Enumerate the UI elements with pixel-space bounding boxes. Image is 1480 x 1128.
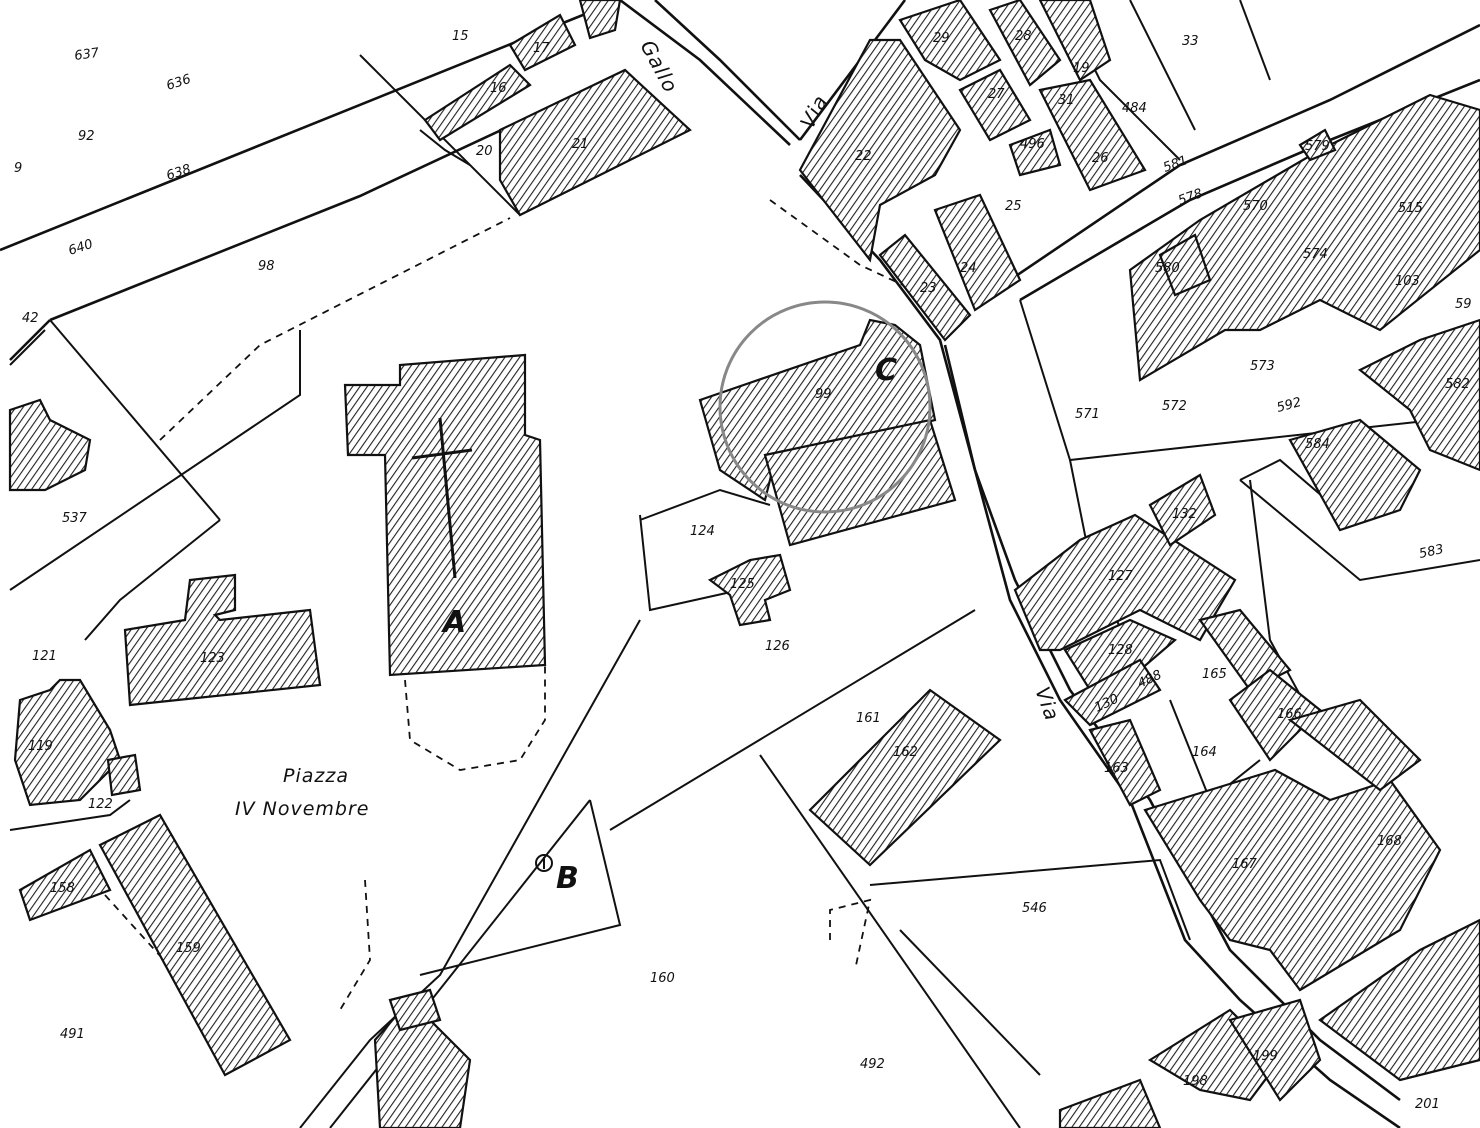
parcel-159: 159 bbox=[176, 941, 201, 956]
parcel-127: 127 bbox=[1108, 569, 1134, 584]
place-label-line2: IV Novembre bbox=[235, 798, 369, 820]
church-cross-icon bbox=[411, 417, 473, 579]
parcel-25: 25 bbox=[1005, 199, 1022, 214]
parcel-515: 515 bbox=[1398, 201, 1423, 216]
parcel-199: 199 bbox=[1253, 1049, 1278, 1064]
parcel-636: 636 bbox=[165, 72, 193, 94]
parcel-15: 15 bbox=[452, 29, 469, 44]
highlight-circle bbox=[718, 300, 932, 514]
parcel-491: 491 bbox=[60, 1027, 85, 1042]
parcel-198: 198 bbox=[1183, 1074, 1208, 1089]
parcel-16: 16 bbox=[490, 81, 507, 96]
street-label-via-right: Via bbox=[1030, 684, 1064, 725]
parcel-31: 31 bbox=[1058, 93, 1075, 108]
parcel-167: 167 bbox=[1232, 857, 1258, 872]
parcel-122: 122 bbox=[88, 797, 113, 812]
marker-c: C bbox=[875, 353, 897, 388]
parcel-640: 640 bbox=[67, 237, 95, 259]
parcel-17: 17 bbox=[533, 41, 550, 56]
parcel-579: 579 bbox=[1305, 139, 1330, 154]
parcel-537: 537 bbox=[62, 511, 88, 526]
parcel-92: 92 bbox=[78, 129, 95, 144]
parcel-123: 123 bbox=[200, 651, 225, 666]
parcel-164: 164 bbox=[1192, 745, 1217, 760]
parcel-121: 121 bbox=[32, 649, 57, 664]
parcel-161: 161 bbox=[856, 711, 881, 726]
parcel-546: 546 bbox=[1022, 901, 1047, 916]
parcel-166: 166 bbox=[1277, 707, 1302, 722]
buildings bbox=[8, 0, 1480, 1128]
parcel-496: 496 bbox=[1020, 137, 1045, 152]
parcel-22: 22 bbox=[855, 149, 872, 164]
parcel-24: 24 bbox=[960, 261, 977, 276]
marker-a: A bbox=[441, 605, 466, 640]
parcel-42: 42 bbox=[22, 311, 39, 326]
parcel-583: 583 bbox=[1418, 542, 1445, 562]
marker-b: B bbox=[556, 861, 579, 896]
parcel-158: 158 bbox=[50, 881, 75, 896]
parcel-165: 165 bbox=[1202, 667, 1227, 682]
parcel-580: 580 bbox=[1155, 261, 1180, 276]
parcel-571: 571 bbox=[1075, 407, 1100, 422]
marker-b-icon bbox=[535, 854, 553, 872]
parcel-570: 570 bbox=[1243, 199, 1268, 214]
parcel-201: 201 bbox=[1415, 1097, 1440, 1112]
parcel-99: 99 bbox=[815, 387, 832, 402]
parcel-592: 592 bbox=[1275, 395, 1303, 416]
parcel-103: 103 bbox=[1395, 274, 1420, 289]
parcel-125: 125 bbox=[730, 577, 755, 592]
parcel-27: 27 bbox=[988, 87, 1005, 102]
parcel-29: 29 bbox=[933, 31, 950, 46]
parcel-162: 162 bbox=[893, 745, 918, 760]
place-label: Piazza IV Novembre bbox=[235, 765, 369, 820]
parcel-132: 132 bbox=[1172, 507, 1197, 522]
parcel-128: 128 bbox=[1108, 643, 1133, 658]
parcel-119: 119 bbox=[28, 739, 53, 754]
parcel-581: 581 bbox=[1161, 153, 1189, 176]
parcel-163: 163 bbox=[1104, 761, 1129, 776]
parcel-168: 168 bbox=[1377, 834, 1402, 849]
parcel-124: 124 bbox=[690, 524, 715, 539]
parcel-98: 98 bbox=[258, 259, 275, 274]
parcel-28: 28 bbox=[1015, 29, 1032, 44]
parcel-582: 582 bbox=[1445, 377, 1470, 392]
parcel-126: 126 bbox=[765, 639, 790, 654]
parcel-59: 59 bbox=[1455, 297, 1472, 312]
parcel-33: 33 bbox=[1182, 34, 1199, 49]
parcel-638: 638 bbox=[165, 162, 193, 184]
parcel-572: 572 bbox=[1162, 399, 1187, 414]
parcel-573: 573 bbox=[1250, 359, 1275, 374]
parcel-578: 578 bbox=[1176, 186, 1204, 209]
parcel-26: 26 bbox=[1092, 151, 1109, 166]
parcel-19: 19 bbox=[1073, 61, 1090, 76]
parcel-584: 584 bbox=[1305, 437, 1330, 452]
place-label-line1: Piazza bbox=[283, 765, 349, 787]
parcel-484: 484 bbox=[1122, 101, 1147, 116]
parcel-23: 23 bbox=[920, 281, 937, 296]
parcel-574: 574 bbox=[1303, 247, 1328, 262]
markers: A B C bbox=[441, 353, 897, 896]
parcel-9: 9 bbox=[14, 161, 22, 176]
parcel-492: 492 bbox=[860, 1057, 885, 1072]
parcel-637: 637 bbox=[73, 46, 100, 64]
parcel-160: 160 bbox=[650, 971, 675, 986]
parcel-20: 20 bbox=[476, 144, 493, 159]
parcel-21: 21 bbox=[572, 137, 589, 152]
